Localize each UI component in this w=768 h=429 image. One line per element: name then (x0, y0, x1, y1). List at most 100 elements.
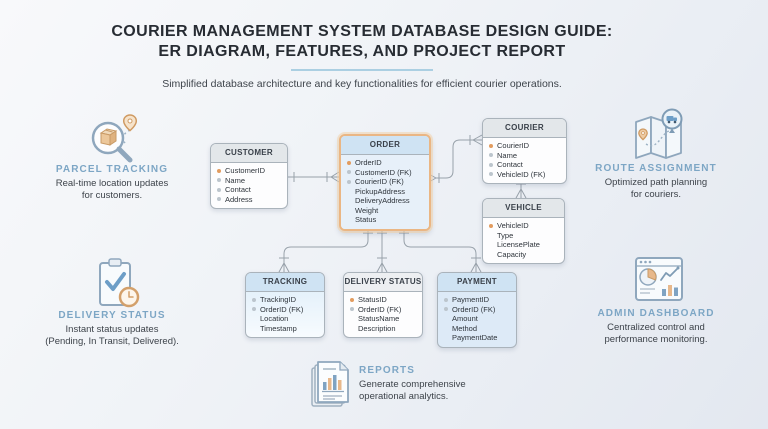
attribute-bullet (444, 307, 448, 312)
entity-attribute-row: OrderID (FK) (350, 305, 416, 315)
attribute-label: Weight (355, 205, 379, 215)
feature-description-line2: (Pending, In Transit, Delivered). (45, 336, 179, 347)
attribute-label: Type (497, 230, 514, 240)
entity-attribute-row: Contact (217, 185, 281, 195)
map-route-icon (635, 108, 683, 159)
feature-description-line2: for customers. (81, 190, 143, 201)
page-title-line1: COURIER MANAGEMENT SYSTEM DATABASE DESIG… (111, 23, 613, 40)
entity-attribute-row: Amount (444, 314, 510, 324)
attribute-label: Timestamp (260, 323, 297, 333)
entity-order-header: ORDER (341, 136, 429, 155)
feature-route-assignment: ROUTE ASSIGNMENT Optimized path planning… (566, 163, 746, 201)
attribute-bullet (252, 297, 256, 302)
attribute-bullet (444, 297, 448, 302)
attribute-label: Amount (452, 314, 478, 324)
entity-attribute-row: LicensePlate (489, 240, 558, 250)
entity-attribute-row: Location (252, 314, 318, 324)
entity-attribute-row: Description (350, 324, 416, 334)
entity-attribute-row: Weight (347, 206, 423, 216)
attribute-label: Method (452, 323, 478, 333)
attribute-label: OrderID (FK) (452, 304, 496, 314)
feature-description-line1: Centralized control and (607, 322, 705, 333)
attribute-label: PaymentDate (452, 333, 498, 343)
entity-attribute-row: PaymentID (444, 295, 510, 305)
feature-delivery-status: DELIVERY STATUS Instant status updates (… (22, 310, 202, 348)
attribute-bullet (489, 153, 493, 158)
attribute-bullet (444, 317, 448, 321)
attribute-bullet (489, 233, 493, 237)
attribute-bullet (489, 243, 493, 247)
entity-attribute-row: Name (217, 176, 281, 186)
feature-description-line2: performance monitoring. (604, 334, 708, 345)
entity-attribute-row: StatusID (350, 295, 416, 305)
entity-attribute-row: Type (489, 231, 558, 241)
clipboard-check-icon (99, 258, 140, 308)
attribute-label: PaymentID (452, 295, 490, 305)
entity-attribute-row: OrderID (FK) (252, 305, 318, 315)
attribute-label: OrderID (FK) (358, 304, 402, 314)
feature-title: REPORTS (359, 365, 416, 376)
feature-description-line1: Generate comprehensive (359, 379, 466, 390)
entity-attribute-row: TrackingID (252, 295, 318, 305)
attribute-label: VehicleID (497, 221, 529, 231)
entity-attribute-row: Contact (489, 160, 560, 170)
entity-delivery-status-header: DELIVERY STATUS (344, 273, 422, 292)
entity-attribute-row: Capacity (489, 250, 558, 260)
page-title-line2: ER DIAGRAM, FEATURES, AND PROJECT REPORT (158, 43, 566, 60)
primary-key-bullet (350, 297, 354, 302)
attribute-label: Contact (225, 185, 251, 195)
entity-attribute-row: VehicleID (489, 221, 558, 231)
entity-attribute-row: CourierID (489, 141, 560, 151)
page-subtitle: Simplified database architecture and key… (162, 78, 562, 90)
attribute-label: OrderID (FK) (260, 304, 304, 314)
attribute-bullet (252, 307, 256, 312)
attribute-label: DeliveryAddress (355, 196, 410, 206)
attribute-label: Status (355, 215, 377, 225)
attribute-label: LicensePlate (497, 240, 540, 250)
attribute-bullet (347, 179, 351, 184)
entity-attribute-row: PaymentDate (444, 333, 510, 343)
attribute-bullet (489, 252, 493, 256)
attribute-bullet (347, 218, 351, 222)
feature-title: DELIVERY STATUS (58, 310, 166, 321)
entity-courier-header: COURIER (483, 119, 566, 138)
attribute-bullet (347, 170, 351, 175)
feature-title: ROUTE ASSIGNMENT (595, 163, 717, 174)
magnifier-parcel-icon (91, 114, 138, 163)
feature-description-line1: Instant status updates (65, 324, 159, 335)
feature-description-line1: Real-time location updates (55, 178, 169, 189)
feature-description-line1: Optimized path planning (604, 177, 708, 188)
attribute-label: OrderID (355, 158, 382, 168)
attribute-bullet (252, 317, 256, 321)
attribute-bullet (217, 197, 221, 202)
entity-attribute-row: Method (444, 324, 510, 334)
attribute-label: Name (497, 150, 518, 160)
primary-key-bullet (347, 160, 351, 165)
primary-key-bullet (489, 143, 493, 148)
attribute-label: StatusName (358, 314, 400, 324)
entity-attribute-row: OrderID (347, 158, 423, 168)
entity-attribute-row: Address (217, 195, 281, 205)
attribute-label: CourierID (497, 141, 530, 151)
attribute-bullet (444, 326, 448, 330)
attribute-bullet (489, 172, 493, 177)
feature-title: ADMIN DASHBOARD (597, 308, 715, 319)
attribute-bullet (347, 208, 351, 212)
attribute-bullet (347, 199, 351, 203)
attribute-label: CustomerID (225, 166, 266, 176)
attribute-label: Capacity (497, 249, 527, 259)
entity-attribute-row: Name (489, 151, 560, 161)
title-divider (291, 69, 433, 71)
